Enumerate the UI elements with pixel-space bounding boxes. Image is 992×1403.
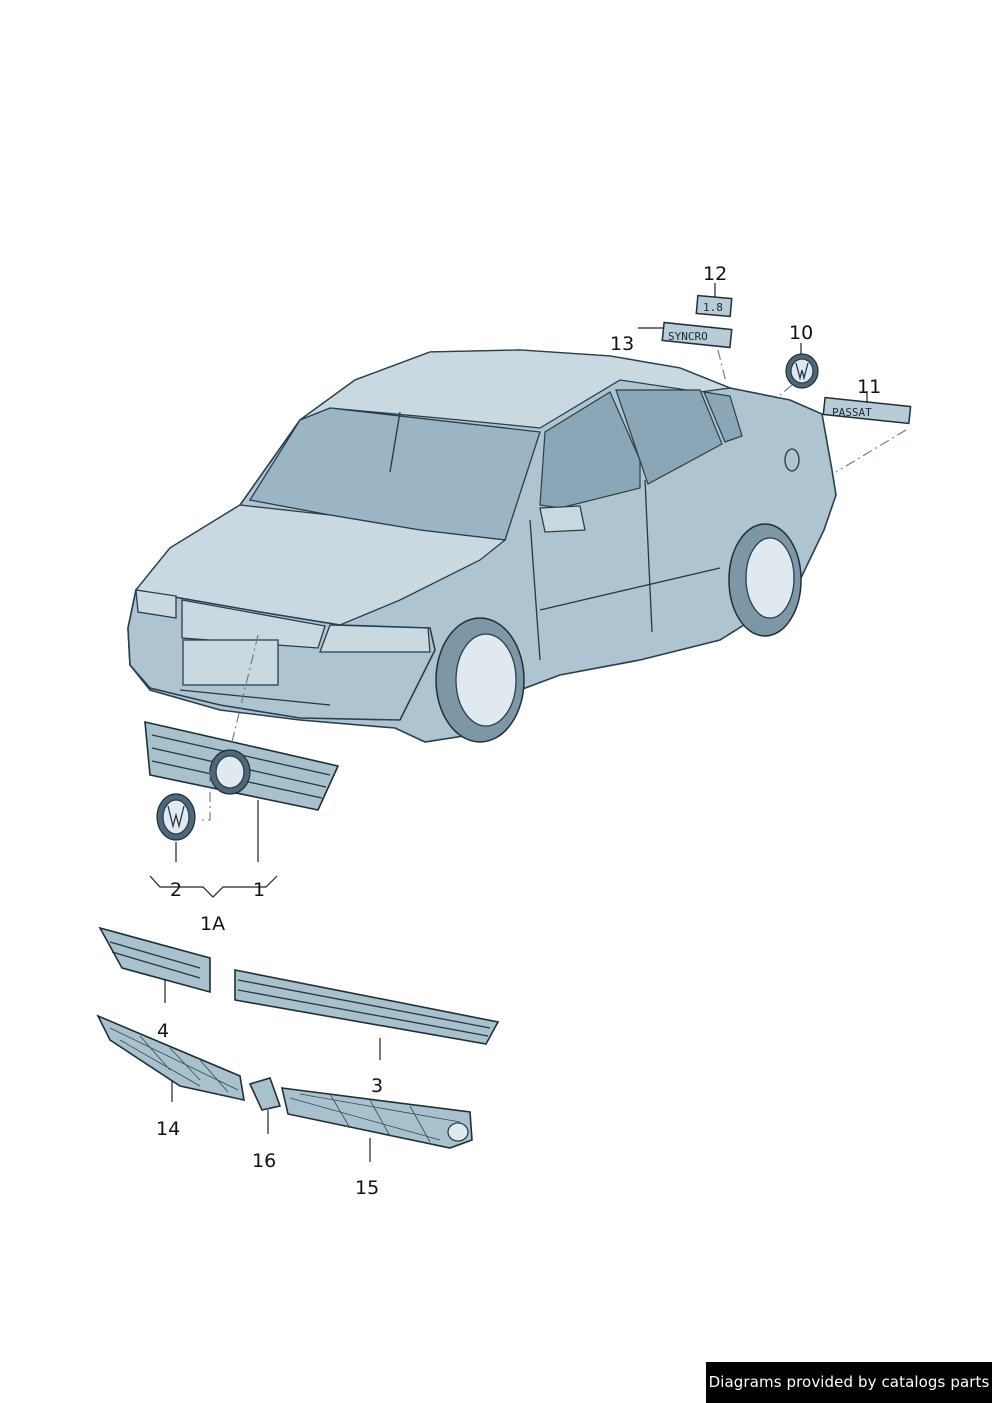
lower-grille-center-part xyxy=(234,969,500,1045)
drive-badge-text: SYNCRO xyxy=(668,330,708,343)
callout-3: 3 xyxy=(371,1075,383,1097)
displacement-badge-text: 1.8 xyxy=(703,301,723,314)
radiator-grille-part xyxy=(144,720,340,811)
callout-13: 13 xyxy=(610,333,634,355)
mesh-insert-left-part xyxy=(96,1014,245,1102)
model-badge-text: PASSAT xyxy=(832,406,872,419)
model-badge-part: PASSAT xyxy=(822,396,912,425)
vw-emblem-front xyxy=(156,793,196,841)
callout-4: 4 xyxy=(157,1020,169,1042)
drive-badge-part: SYNCRO xyxy=(661,321,733,349)
attribution-text: Diagrams provided by catalogs parts xyxy=(708,1373,990,1391)
callout-12: 12 xyxy=(703,263,727,285)
vw-emblem-rear xyxy=(785,353,819,389)
lower-grille-left-part xyxy=(98,926,211,994)
callout-1: 1 xyxy=(253,879,265,901)
callout-1a: 1A xyxy=(200,913,225,935)
attribution-footer: Diagrams provided by catalogs parts xyxy=(706,1362,992,1403)
callout-14: 14 xyxy=(156,1118,180,1140)
callout-16: 16 xyxy=(252,1150,276,1172)
callouts: 12 13 10 11 2 1 1A 4 3 14 16 15 xyxy=(156,263,881,1199)
car-illustration xyxy=(127,349,837,743)
callout-15: 15 xyxy=(355,1177,379,1199)
displacement-badge-part: 1.8 xyxy=(695,294,733,318)
mesh-insert-right-part xyxy=(280,1087,473,1149)
callout-11: 11 xyxy=(857,376,881,398)
callout-10: 10 xyxy=(789,322,813,344)
small-cover-part xyxy=(248,1077,282,1111)
callout-2: 2 xyxy=(170,879,182,901)
leader-lines xyxy=(149,283,907,1162)
